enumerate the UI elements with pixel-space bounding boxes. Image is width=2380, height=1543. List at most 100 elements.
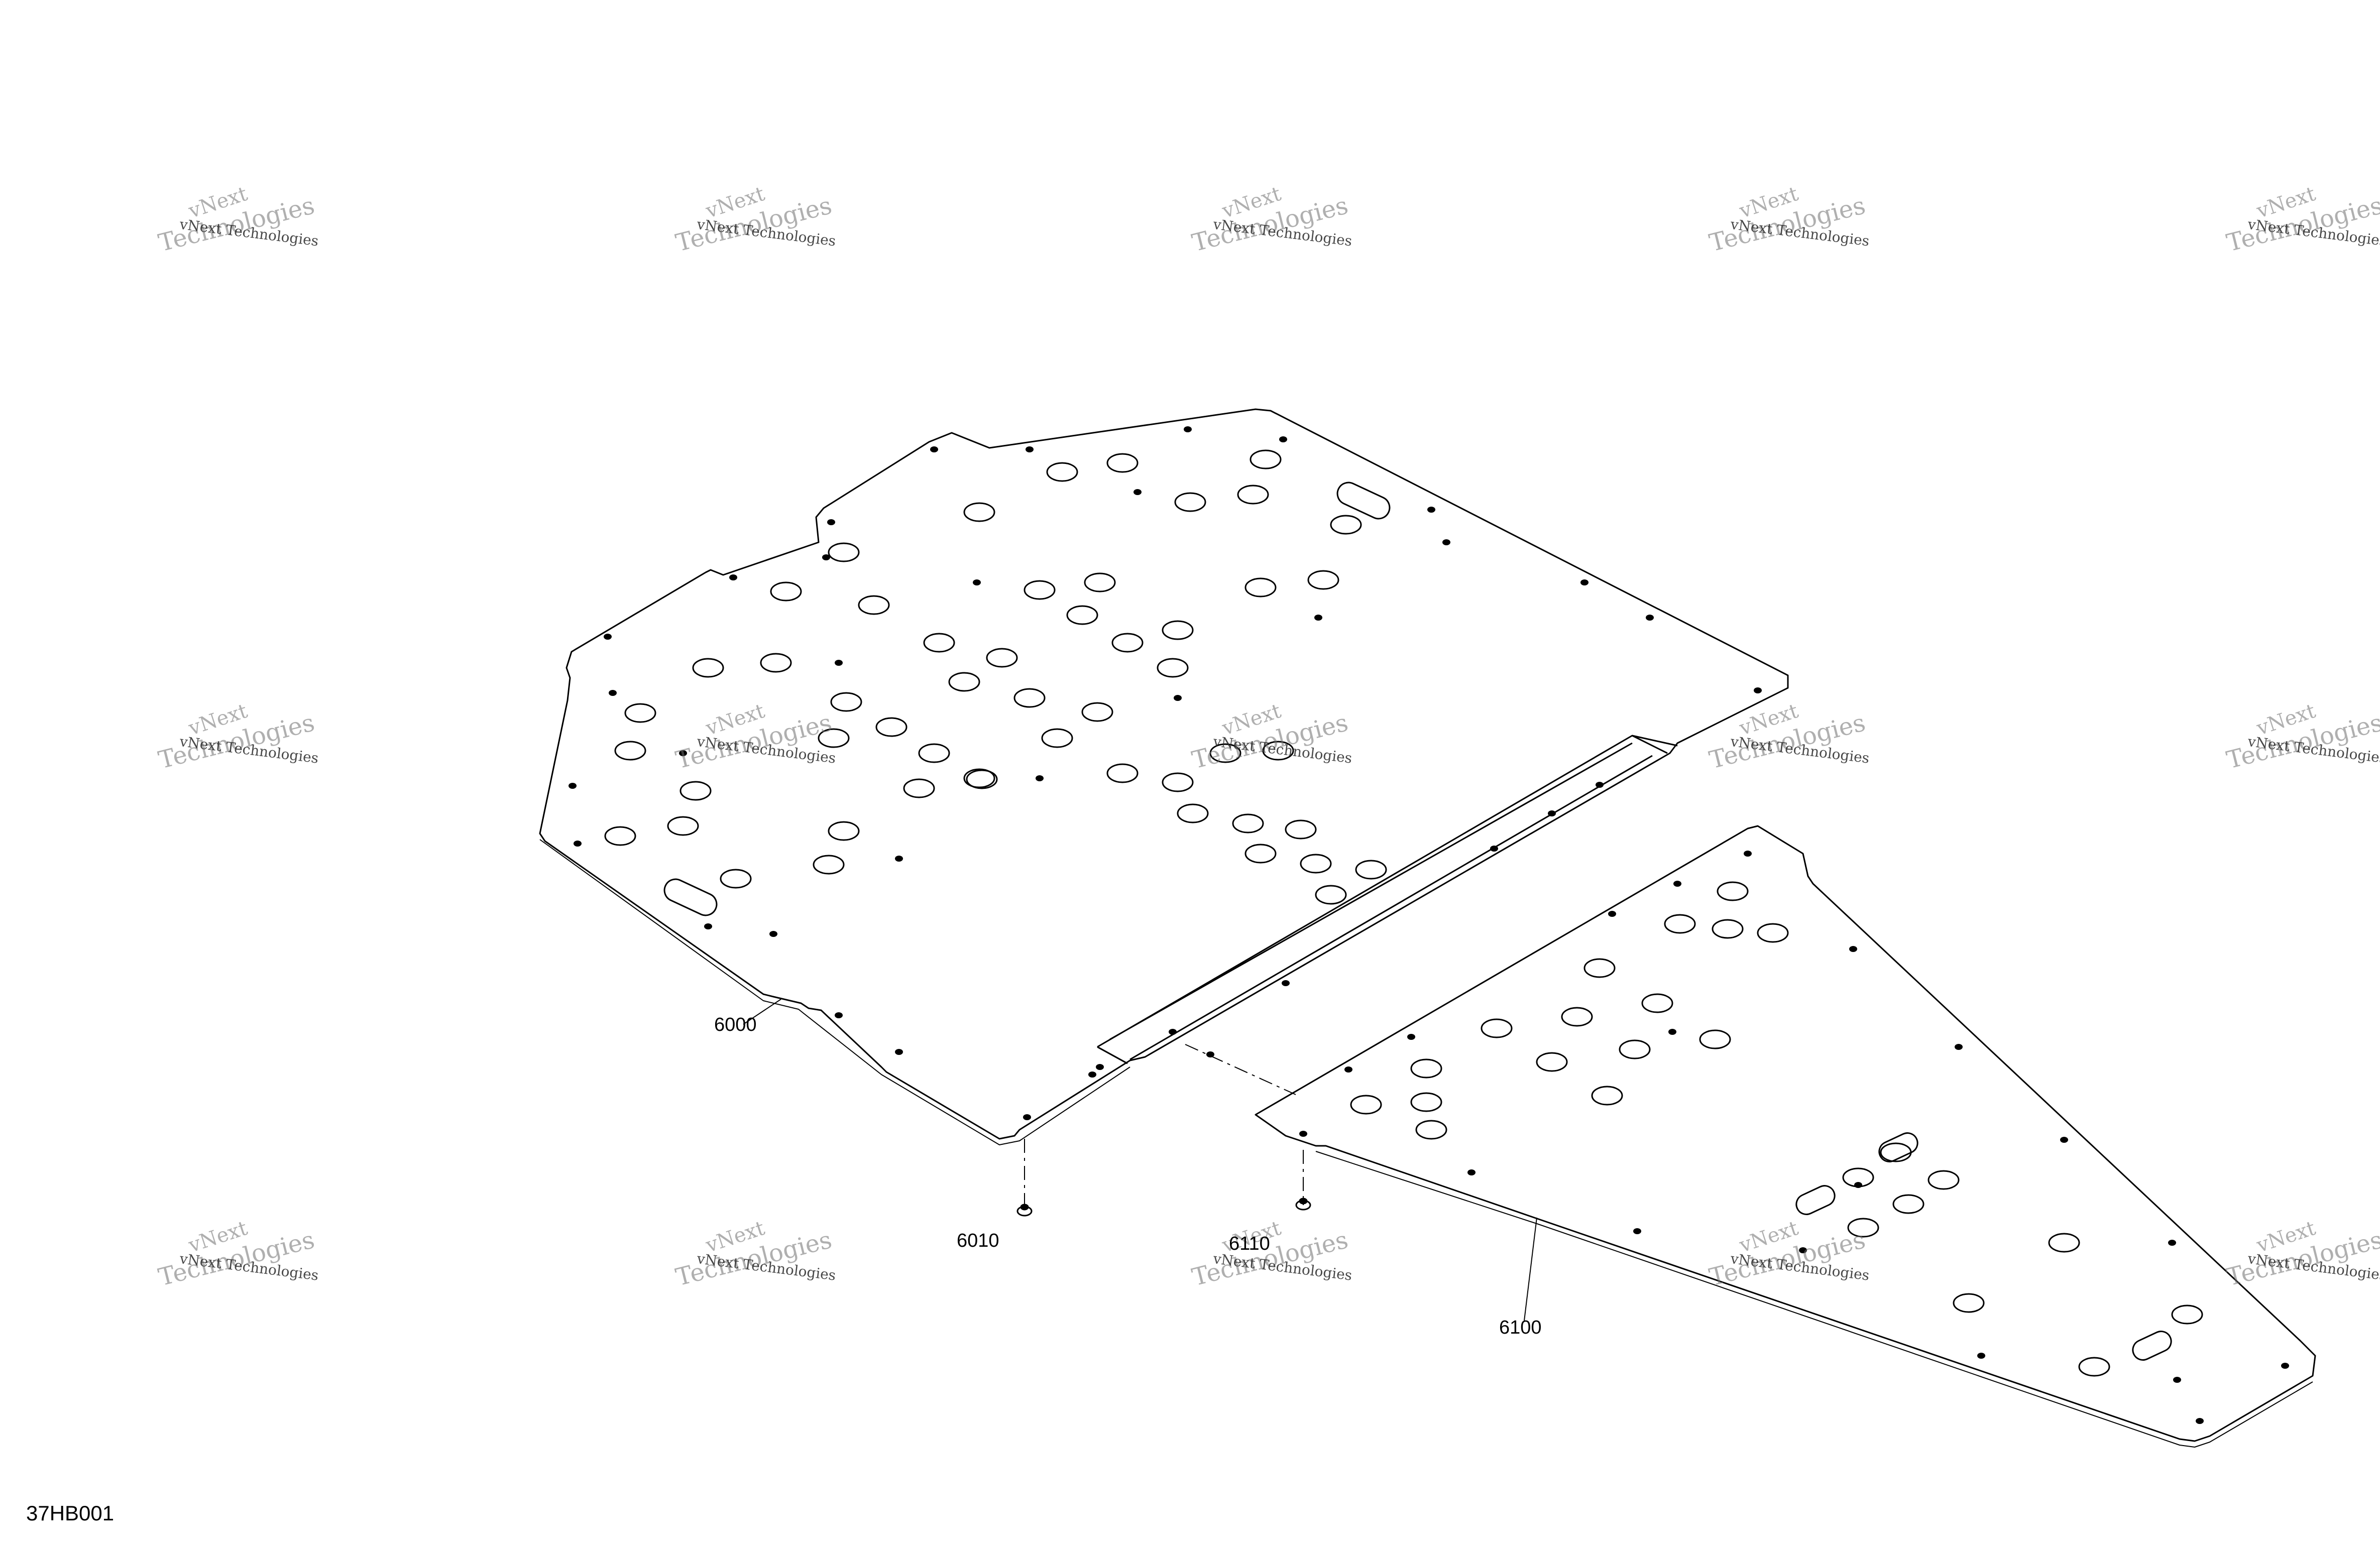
hole: [1410, 1092, 1442, 1112]
rivet: [1279, 436, 1287, 442]
rivet: [1467, 1169, 1476, 1175]
rivet: [1174, 695, 1182, 701]
rivet: [2281, 1363, 2289, 1369]
hole: [1232, 813, 1264, 834]
hole: [1041, 728, 1073, 748]
hole: [875, 717, 908, 737]
fastener-6110-icon: [1295, 1198, 1311, 1211]
hole: [1953, 1293, 1985, 1313]
rivet: [1854, 1182, 1862, 1188]
rivet: [609, 690, 617, 696]
rivet: [1169, 1029, 1177, 1035]
hole: [818, 728, 850, 748]
rivet: [1673, 881, 1681, 887]
rivet: [569, 783, 577, 789]
rivet: [1955, 1044, 1963, 1050]
rivet: [1407, 1034, 1415, 1040]
hole: [1066, 605, 1098, 625]
rivet: [1849, 946, 1857, 952]
hole: [1106, 453, 1139, 473]
drawing-code: 37HB001: [26, 1501, 115, 1525]
hole: [1664, 914, 1696, 934]
hole: [1712, 919, 1744, 939]
leader-6100: [1524, 1217, 1537, 1321]
hole: [1757, 923, 1789, 943]
hole: [604, 826, 636, 846]
rivet: [930, 446, 938, 452]
hole: [1177, 803, 1209, 823]
hole: [1307, 570, 1339, 590]
hole: [1013, 688, 1046, 708]
hole: [963, 768, 995, 788]
hole: [858, 595, 890, 615]
hole: [1880, 1142, 1912, 1162]
rivet: [1036, 775, 1044, 781]
rivet: [1754, 687, 1762, 693]
hole: [1591, 1086, 1623, 1106]
hole: [692, 658, 724, 678]
hole: [614, 741, 646, 761]
hole: [1561, 1007, 1593, 1027]
rivet: [1314, 615, 1322, 621]
hole: [679, 781, 712, 801]
rivet: [1282, 980, 1290, 986]
rivet: [1548, 810, 1556, 816]
hole: [948, 672, 980, 692]
hole: [1084, 572, 1116, 592]
rivet: [835, 1012, 843, 1018]
rivet: [2060, 1137, 2068, 1143]
rivet: [1442, 539, 1450, 545]
rivet: [1744, 851, 1752, 857]
hole: [1250, 449, 1282, 469]
hole: [1583, 958, 1616, 978]
hole: [813, 855, 845, 875]
rivet: [574, 841, 582, 847]
rivet: [2173, 1377, 2181, 1383]
rivet: [1596, 782, 1604, 788]
hole: [1315, 885, 1347, 905]
hole: [1024, 580, 1056, 600]
hole: [1162, 620, 1194, 640]
hole: [828, 542, 860, 562]
rivet: [604, 634, 612, 640]
hole: [1106, 763, 1139, 783]
rivet: [1633, 1228, 1641, 1234]
hole: [923, 633, 955, 653]
hole: [1174, 492, 1206, 512]
hole: [1300, 854, 1332, 874]
rivets: [569, 426, 2289, 1424]
fastener-6010-icon: [1016, 1204, 1033, 1217]
rivet: [2196, 1418, 2204, 1424]
hole: [1209, 743, 1241, 763]
rivet: [1096, 1064, 1104, 1070]
hole: [828, 821, 860, 841]
hole: [1641, 993, 1673, 1013]
rivet: [1299, 1131, 1307, 1137]
hole: [2171, 1304, 2203, 1325]
hole: [1355, 860, 1387, 880]
rivet: [729, 574, 737, 580]
hole: [667, 816, 699, 836]
rivet: [835, 660, 843, 666]
rivet: [1799, 1247, 1807, 1253]
hole: [1111, 633, 1144, 653]
hole: [2048, 1233, 2080, 1253]
rivet: [1427, 507, 1435, 513]
hole: [1330, 515, 1362, 535]
hole: [963, 502, 995, 522]
hole: [1536, 1052, 1568, 1072]
rivet: [1646, 615, 1654, 621]
rivet: [827, 519, 835, 525]
rivet: [1134, 489, 1142, 495]
rivet: [2168, 1240, 2176, 1246]
rivet: [1977, 1353, 1985, 1359]
rivet: [1088, 1072, 1096, 1078]
callout-6110: 6110: [1229, 1233, 1270, 1254]
rivet: [1580, 579, 1589, 585]
assembly-line-panels: [1185, 1044, 1296, 1095]
rivet: [973, 579, 981, 585]
hole: [830, 692, 862, 712]
hole: [2078, 1357, 2110, 1377]
rear-plate-holes: [1350, 881, 2203, 1377]
